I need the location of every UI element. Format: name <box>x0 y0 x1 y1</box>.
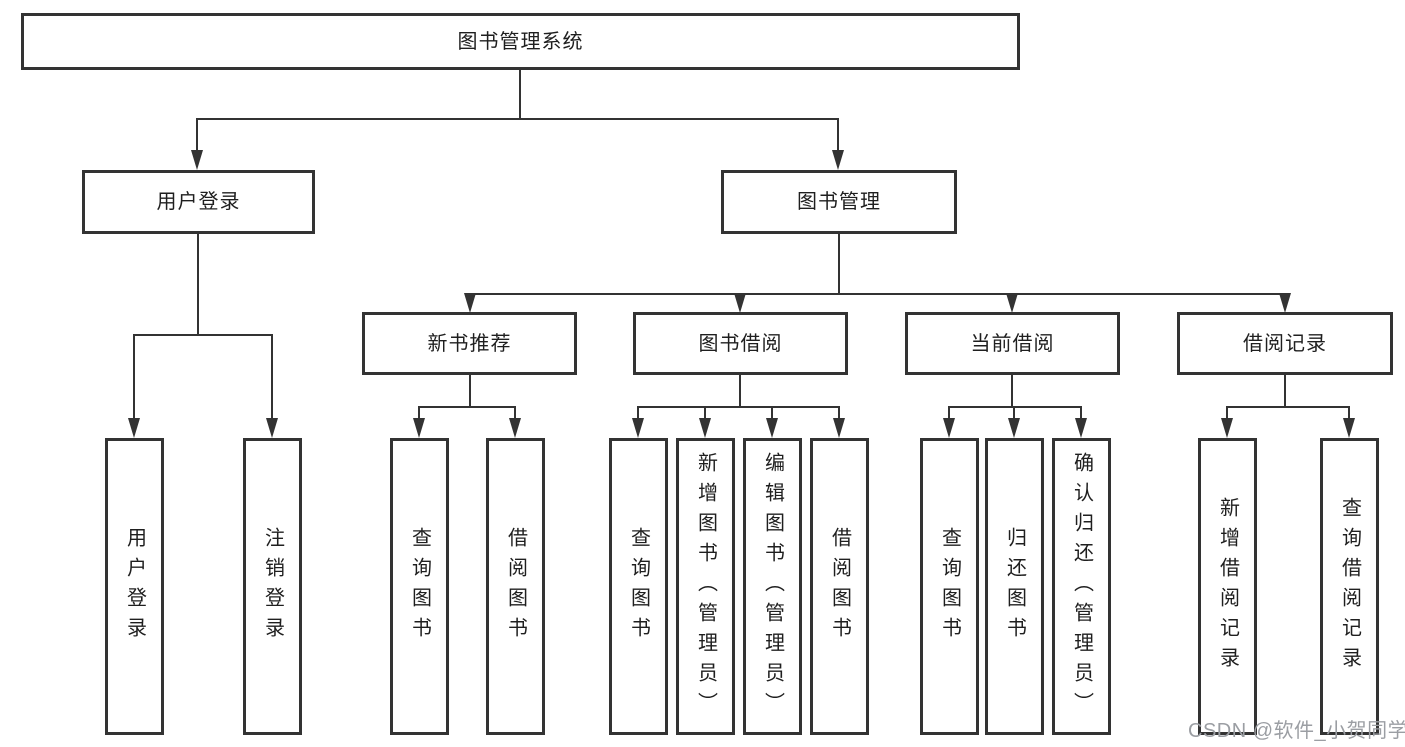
arrow-down-icon <box>1006 293 1018 313</box>
node-book-borrow: 图书借阅 <box>633 312 848 375</box>
leaf-logout-label: 注销登录 <box>261 526 284 647</box>
arrow-down-icon <box>191 150 203 170</box>
leaf-add-books-label: 新增图书（管理员） <box>694 451 717 722</box>
connector-line <box>838 406 840 420</box>
node-root-library-system: 图书管理系统 <box>21 13 1020 70</box>
connector-line <box>838 234 840 295</box>
arrow-down-icon <box>464 293 476 313</box>
leaf-add-borrow-record-label: 新增借阅记录 <box>1216 496 1239 677</box>
leaf-add-borrow-record: 新增借阅记录 <box>1198 438 1257 735</box>
leaf-query-books-label: 查询图书 <box>627 526 650 647</box>
node-book-management-label: 图书管理 <box>797 191 881 213</box>
leaf-confirm-return-label: 确认归还（管理员） <box>1070 451 1093 722</box>
leaf-borrow-books-label: 借阅图书 <box>504 526 527 647</box>
connector-line <box>196 118 198 154</box>
node-current-borrow-label: 当前借阅 <box>970 332 1055 355</box>
arrow-down-icon <box>1343 418 1355 438</box>
leaf-query-books-recommend: 查询图书 <box>390 438 449 735</box>
node-new-book-recommend: 新书推荐 <box>362 312 577 375</box>
leaf-query-borrow-record-label: 查询借阅记录 <box>1338 496 1361 677</box>
connector-line <box>197 234 199 336</box>
node-book-borrow-label: 图书借阅 <box>698 332 783 355</box>
connector-line <box>1013 406 1015 420</box>
leaf-query-books-borrow: 查询图书 <box>609 438 668 735</box>
node-user-login: 用户登录 <box>82 170 315 234</box>
node-borrow-records-label: 借阅记录 <box>1243 332 1327 355</box>
connector-line <box>469 293 1286 295</box>
arrow-down-icon <box>833 418 845 438</box>
connector-line <box>1011 375 1013 408</box>
connector-line <box>948 406 950 420</box>
arrow-down-icon <box>509 418 521 438</box>
leaf-add-books-admin: 新增图书（管理员） <box>676 438 735 735</box>
connector-line <box>837 118 839 154</box>
arrow-down-icon <box>699 418 711 438</box>
csdn-watermark: CSDN @软件_小贺同学 <box>1188 720 1405 742</box>
node-current-borrow: 当前借阅 <box>905 312 1120 375</box>
arrow-down-icon <box>1008 418 1020 438</box>
leaf-borrow-books: 借阅图书 <box>810 438 869 735</box>
arrow-down-icon <box>1279 293 1291 313</box>
connector-line <box>519 69 521 120</box>
arrow-down-icon <box>1221 418 1233 438</box>
connector-line <box>771 406 773 420</box>
arrow-down-icon <box>266 418 278 438</box>
node-root-label: 图书管理系统 <box>457 30 584 53</box>
node-book-management: 图书管理 <box>721 170 957 234</box>
arrow-down-icon <box>832 150 844 170</box>
leaf-query-borrow-record: 查询借阅记录 <box>1320 438 1379 735</box>
connector-line <box>418 406 516 408</box>
leaf-return-books-label: 归还图书 <box>1003 526 1026 647</box>
connector-line <box>1080 406 1082 420</box>
connector-line <box>133 334 135 422</box>
connector-line <box>948 406 1082 408</box>
arrow-down-icon <box>943 418 955 438</box>
connector-line <box>1348 406 1350 420</box>
connector-line <box>514 406 516 420</box>
connector-line <box>739 375 741 408</box>
connector-line <box>133 334 273 336</box>
connector-line <box>704 406 706 420</box>
connector-line <box>1226 406 1228 420</box>
leaf-query-books-current: 查询图书 <box>920 438 979 735</box>
connector-line <box>271 334 273 422</box>
leaf-query-books-label: 查询图书 <box>408 526 431 647</box>
arrow-down-icon <box>766 418 778 438</box>
leaf-edit-books-admin: 编辑图书（管理员） <box>743 438 802 735</box>
node-borrow-records: 借阅记录 <box>1177 312 1393 375</box>
leaf-borrow-books-recommend: 借阅图书 <box>486 438 545 735</box>
leaf-user-login: 用户登录 <box>105 438 164 735</box>
leaf-logout: 注销登录 <box>243 438 302 735</box>
connector-line <box>418 406 420 420</box>
arrow-down-icon <box>1075 418 1087 438</box>
connector-line <box>1226 406 1349 408</box>
leaf-borrow-books-label: 借阅图书 <box>828 526 851 647</box>
leaf-query-books-label: 查询图书 <box>938 526 961 647</box>
arrow-down-icon <box>128 418 140 438</box>
connector-line <box>469 375 471 408</box>
leaf-confirm-return-admin: 确认归还（管理员） <box>1052 438 1111 735</box>
node-new-book-recommend-label: 新书推荐 <box>427 332 512 355</box>
arrow-down-icon <box>413 418 425 438</box>
node-user-login-label: 用户登录 <box>156 191 241 213</box>
arrow-down-icon <box>734 293 746 313</box>
connector-line <box>1284 375 1286 408</box>
leaf-user-login-label: 用户登录 <box>123 526 146 647</box>
connector-line <box>637 406 840 408</box>
arrow-down-icon <box>632 418 644 438</box>
connector-line <box>196 118 839 120</box>
leaf-edit-books-label: 编辑图书（管理员） <box>761 451 784 722</box>
connector-line <box>637 406 639 420</box>
leaf-return-books: 归还图书 <box>985 438 1044 735</box>
